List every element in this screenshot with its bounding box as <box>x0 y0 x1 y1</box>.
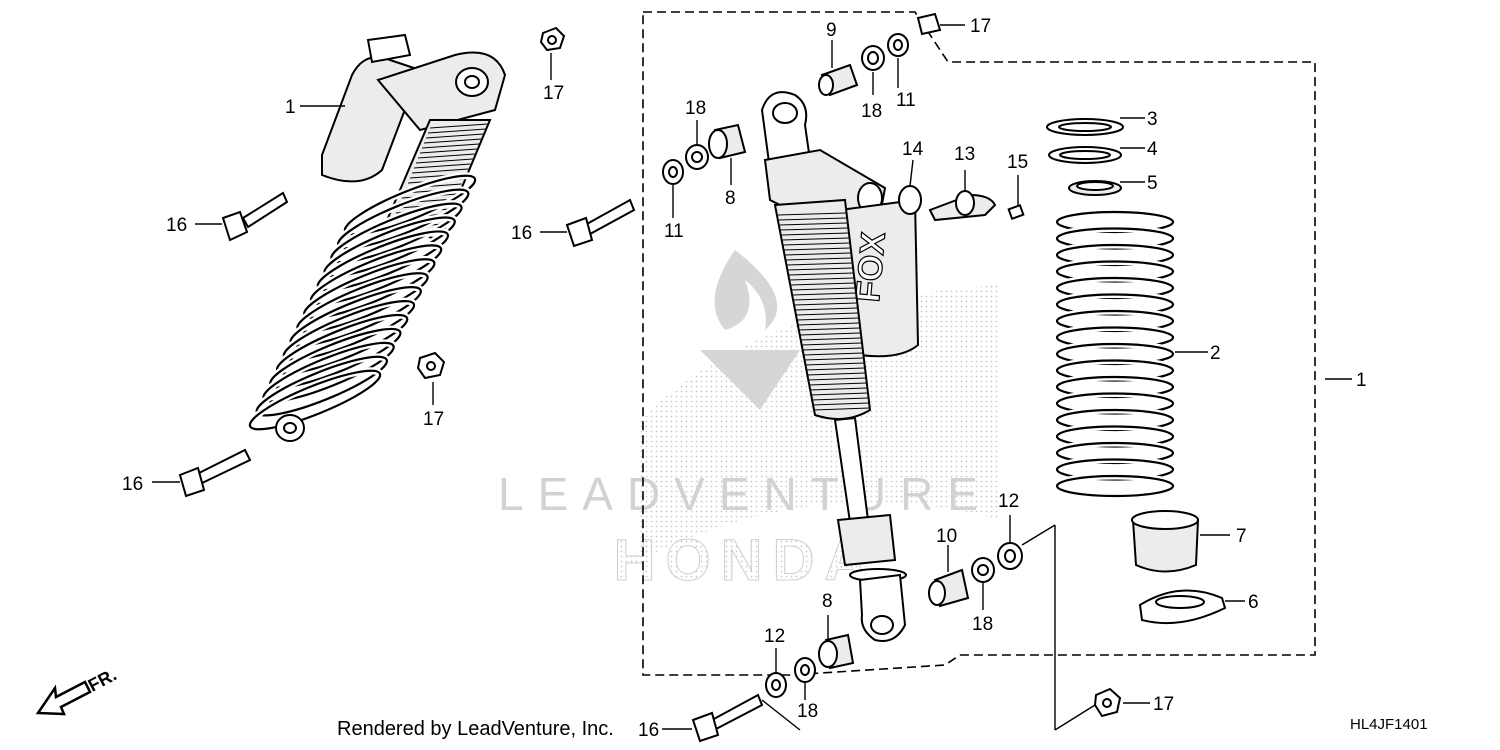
callout-18-a[interactable]: 18 <box>685 98 706 119</box>
knob-13 <box>928 190 997 222</box>
spring-seat-3 <box>1046 118 1124 136</box>
watermark: LEADVENTURE HONDA <box>498 250 1000 594</box>
callout-18-b[interactable]: 18 <box>861 101 882 122</box>
callout-11-b[interactable]: 11 <box>664 221 684 242</box>
callout-3[interactable]: 3 <box>1147 109 1158 130</box>
callout-15[interactable]: 15 <box>1007 152 1028 173</box>
assembly-boundary <box>642 11 1316 676</box>
collar-10 <box>928 568 970 608</box>
callout-10[interactable]: 10 <box>936 526 957 547</box>
washers-top <box>662 144 709 185</box>
spring-stopper-7 <box>1131 510 1200 573</box>
callout-17-c[interactable]: 17 <box>970 16 991 37</box>
callout-18-d[interactable]: 18 <box>797 701 818 722</box>
bolt-16-b <box>178 448 252 498</box>
callout-4[interactable]: 4 <box>1147 139 1158 160</box>
callout-6[interactable]: 6 <box>1248 592 1259 613</box>
callout-1-right[interactable]: 1 <box>1356 370 1367 391</box>
lower-seals-left <box>765 657 816 698</box>
nut-17-b <box>416 351 446 380</box>
nut-17-a <box>539 26 566 52</box>
left-shock-assembly <box>246 33 507 442</box>
callout-12-b[interactable]: 12 <box>764 626 785 647</box>
spring-2 <box>1053 208 1177 500</box>
callout-9[interactable]: 9 <box>826 20 837 41</box>
screw-15 <box>1007 203 1025 221</box>
watermark-brand: LEADVENTURE <box>498 468 992 520</box>
callout-16-c[interactable]: 16 <box>511 223 532 244</box>
center-shock-body: FOX <box>760 91 920 642</box>
callout-2[interactable]: 2 <box>1210 343 1221 364</box>
bearing-8-bottom <box>818 633 855 670</box>
callout-1-left[interactable]: 1 <box>285 97 296 118</box>
callout-18-c[interactable]: 18 <box>972 614 993 635</box>
callout-17-b[interactable]: 17 <box>423 409 444 430</box>
callout-11-a[interactable]: 11 <box>896 90 916 111</box>
callout-7[interactable]: 7 <box>1236 526 1247 547</box>
callout-12-a[interactable]: 12 <box>998 491 1019 512</box>
bearing-5 <box>1068 180 1122 196</box>
callout-16-a[interactable]: 16 <box>166 215 187 236</box>
lock-ring-4 <box>1048 146 1122 164</box>
front-arrow-icon <box>35 680 92 716</box>
diagram-code: HL4JF1401 <box>1350 716 1428 733</box>
callout-16-b[interactable]: 16 <box>122 474 143 495</box>
bolt-16-c <box>565 198 636 248</box>
callout-5[interactable]: 5 <box>1147 173 1158 194</box>
credit-text: Rendered by LeadVenture, Inc. <box>337 718 614 740</box>
o-ring-14 <box>898 185 922 215</box>
top-seals <box>861 12 942 71</box>
callout-17-a[interactable]: 17 <box>543 83 564 104</box>
callouts: 1 1 2 3 4 5 6 7 8 8 9 10 11 11 12 12 13 … <box>122 16 1367 741</box>
callout-8-top[interactable]: 8 <box>725 188 736 209</box>
callout-8-bottom[interactable]: 8 <box>822 591 833 612</box>
callout-16-d[interactable]: 16 <box>638 720 659 741</box>
callout-14[interactable]: 14 <box>902 139 924 160</box>
watermark-make: HONDA <box>614 528 877 593</box>
spring-seat-6 <box>1138 589 1227 625</box>
nut-17-d <box>1093 687 1122 718</box>
callout-17-d[interactable]: 17 <box>1153 694 1174 715</box>
bearing-8-top <box>708 123 747 160</box>
bolt-16-a <box>221 191 289 242</box>
bolt-16-d <box>691 693 764 743</box>
leader-lines <box>152 24 1352 731</box>
collar-9 <box>818 63 859 97</box>
callout-13[interactable]: 13 <box>954 144 975 165</box>
lower-seals-right <box>971 542 1023 583</box>
